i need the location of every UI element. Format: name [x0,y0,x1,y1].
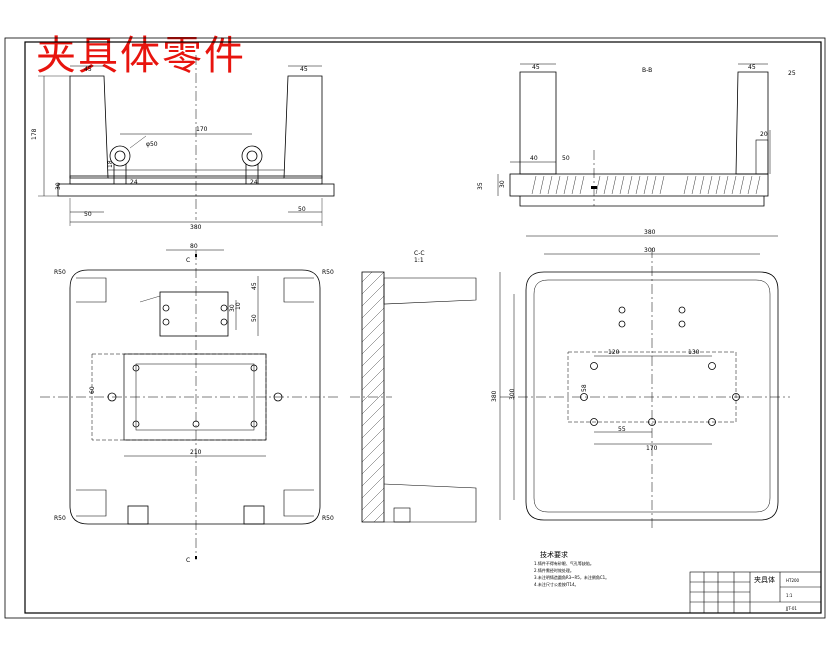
side-dim-40: 40 [530,155,538,162]
side-view [497,63,771,207]
roughness-symbol: 25 [788,70,796,77]
plan-dim-10: 10 [235,302,242,310]
tech-note-line: 2.铸件需经时效处理。 [534,567,574,573]
front-dim-24-left: 24 [130,179,138,186]
section-mark-c-top: C [186,257,190,264]
bottom-dim-300: 300 [644,247,656,254]
bottom-view [499,235,790,530]
title-overlay: 夹具体零件 [36,33,246,79]
bottom-dim-300-side: 300 [509,388,516,400]
side-section-label: B-B [642,67,652,74]
front-dim-50-left: 50 [84,211,92,218]
front-dim-178: 178 [31,128,38,140]
plan-view [40,249,340,560]
bottom-dim-58: 58 [581,384,588,392]
plan-dim-80: 80 [190,243,198,250]
plan-radius-tl: R50 [54,269,66,276]
tech-note-line: 3.未注明铸造圆角R3~R5，未注倒角C1。 [534,574,609,580]
bottom-dim-120: 120 [608,349,620,356]
bottom-dim-380-side: 380 [491,390,498,402]
front-dim-24-right: 24 [250,179,258,186]
bottom-dim-130: 130 [688,349,700,356]
section-scale: 1:1 [414,257,424,264]
side-dim-50: 50 [562,155,570,162]
section-mark-c-bottom: C [186,557,190,564]
outer-border [4,37,826,619]
title-block [689,571,822,614]
side-dim-20: 20 [760,131,768,138]
front-dim-380: 380 [190,224,202,231]
front-view [38,55,335,226]
front-dim-phi: φ50 [146,141,158,148]
side-dim-35: 35 [477,182,484,190]
plan-radius-tr: R50 [322,269,334,276]
bottom-dim-55: 55 [618,426,626,433]
section-view-hatch [361,271,385,523]
side-dim-45-right: 45 [748,64,756,71]
plan-dim-50: 50 [251,314,258,322]
bottom-dim-380: 380 [644,229,656,236]
section-label: C-C [414,250,425,257]
front-dim-18: 18 [107,160,114,168]
plan-radius-bl: R50 [54,515,66,522]
plan-radius-br: R50 [322,515,334,522]
title-block-part-name: 夹具体 [754,575,775,584]
front-dim-45-right: 45 [300,66,308,73]
front-dim-45: 45 [84,66,92,73]
section-view [350,271,477,523]
side-dim-45-left: 45 [532,64,540,71]
front-dim-50-right: 50 [298,206,306,213]
title-block-material: HT200 [786,578,800,583]
title-block-drawing-no: JJT-01 [785,606,797,611]
side-view-hatch [531,175,761,195]
front-dim-30: 30 [55,182,62,190]
tech-note-line: 1.铸件不得有砂眼、气孔等缺陷。 [534,560,594,566]
side-dim-30: 30 [499,180,506,188]
plan-dim-60: 60 [89,386,96,394]
plan-dim-45: 45 [251,282,258,290]
front-dim-170: 170 [196,126,208,133]
plan-dim-210: 210 [190,449,202,456]
plan-dim-30: 30 [229,304,236,312]
inner-border [24,41,822,614]
title-block-scale: 1:1 [786,593,793,598]
bottom-dim-170: 170 [646,445,658,452]
tech-notes-heading: 技术要求 [540,550,568,559]
tech-note-line: 4.未注尺寸公差按IT14。 [534,581,579,587]
